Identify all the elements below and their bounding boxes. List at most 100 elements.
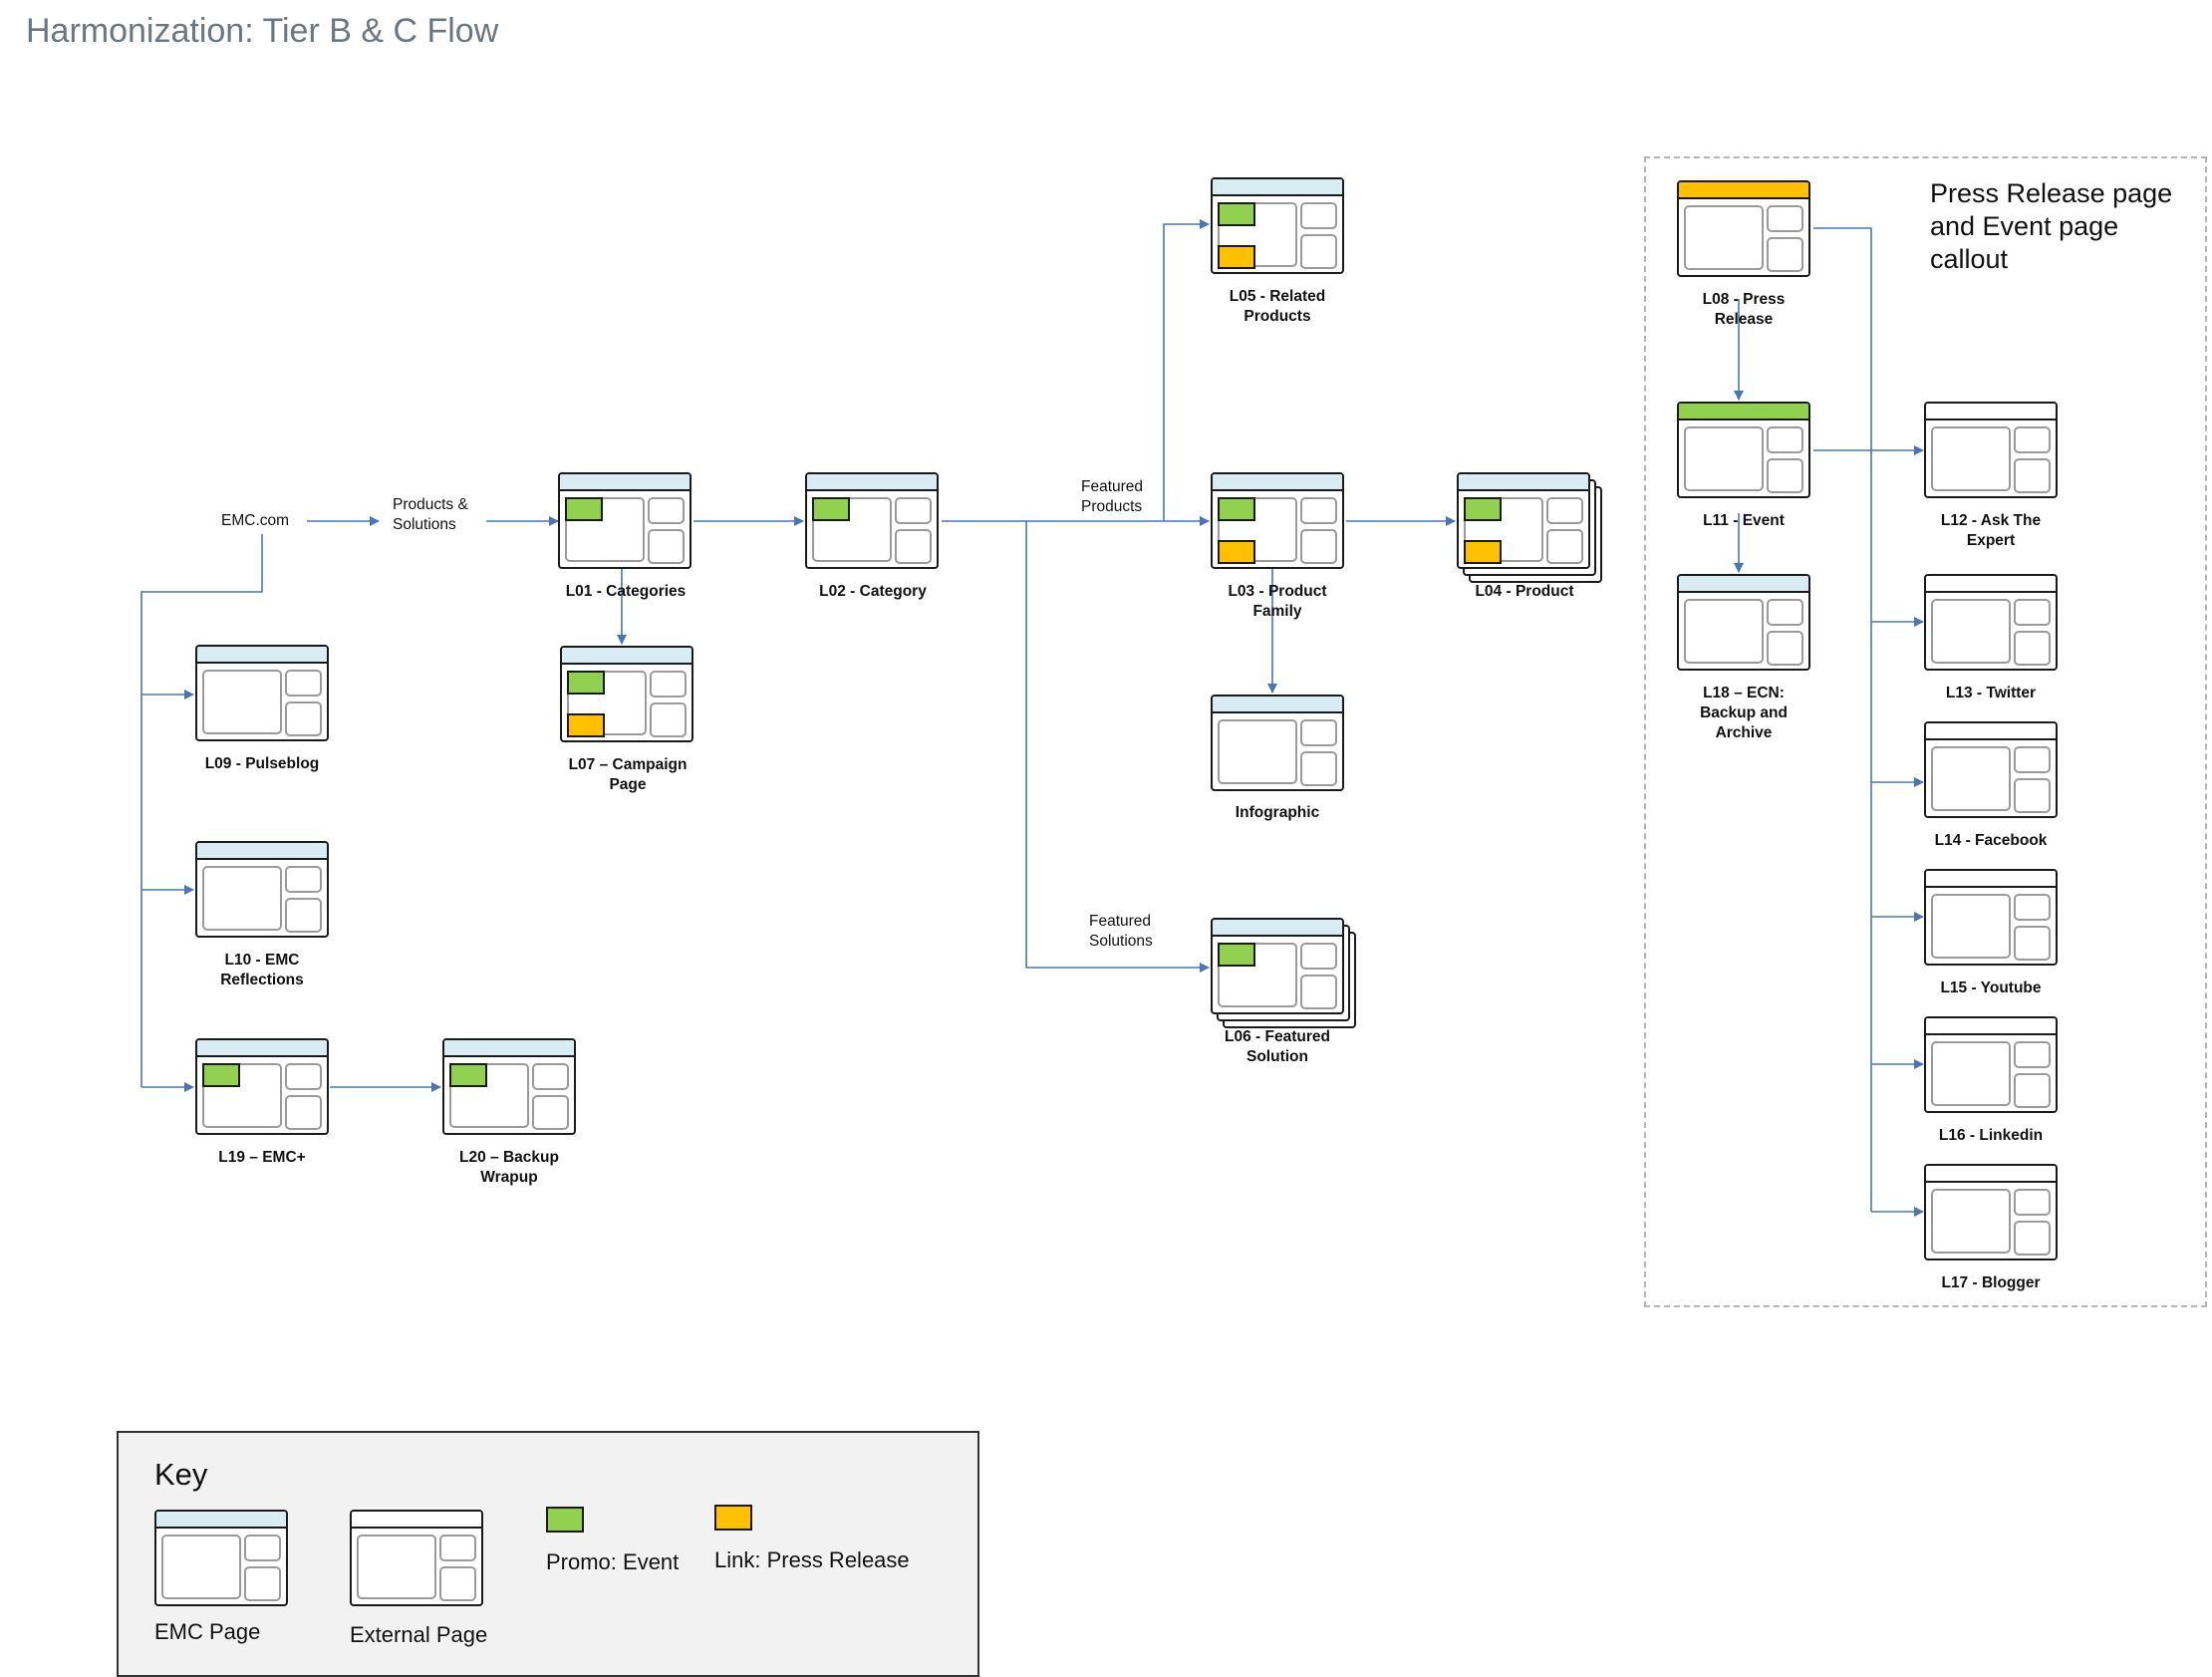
node-label-line: Infographic (1235, 804, 1320, 821)
page-node-l03[interactable] (1211, 472, 1344, 569)
page-node-l05[interactable] (1211, 177, 1344, 274)
node-label-line: L14 - Facebook (1934, 832, 2048, 849)
side-panel (285, 670, 322, 697)
side-panel (244, 1566, 281, 1601)
node-label-line: L10 - EMC (224, 952, 300, 969)
featured-solutions-line: Featured (1089, 913, 1152, 930)
node-label-line: L18 – ECN: (1703, 685, 1785, 701)
content-panel (567, 671, 647, 735)
legend-emc-page-icon (154, 1510, 288, 1606)
node-label-l15: L15 - Youtube (1901, 978, 2080, 998)
page-node-l10[interactable] (195, 841, 329, 938)
node-label-line: L13 - Twitter (1945, 685, 2037, 701)
content-panel (1218, 202, 1297, 267)
page-node-l08[interactable] (1677, 180, 1810, 277)
callout-line: Press Release page (1930, 178, 2173, 208)
featured-products-line: Products (1081, 498, 1143, 515)
content-panel (1931, 599, 2011, 664)
page-node-l16[interactable] (1924, 1016, 2058, 1113)
side-panel (1767, 458, 1803, 493)
side-panel (2014, 426, 2051, 453)
page-node-l15[interactable] (1924, 869, 2058, 966)
side-panel (285, 1063, 322, 1090)
legend-external-page-label: External Page (350, 1622, 488, 1647)
side-panel (1767, 631, 1803, 666)
side-panel (1767, 599, 1803, 626)
side-panel (1767, 426, 1803, 453)
side-panel (1300, 943, 1337, 970)
page-header-bar (1679, 182, 1808, 199)
page-node-l11[interactable] (1677, 402, 1810, 498)
page-header-bar (156, 1512, 286, 1529)
legend-link-label: Link: Press Release (714, 1547, 910, 1572)
node-label-line: L16 - Linkedin (1938, 1127, 2044, 1144)
content-panel (161, 1535, 241, 1599)
node-label-line: L05 - Related (1229, 288, 1326, 305)
side-panel (532, 1095, 569, 1130)
node-label-l04: L04 - Product (1435, 582, 1614, 602)
page-node-l18[interactable] (1677, 574, 1810, 671)
page-node-l02[interactable] (805, 472, 939, 569)
side-panel (285, 866, 322, 893)
connector-l02-to-l06 (1025, 521, 1210, 973)
node-label-line: Solution (1246, 1048, 1308, 1065)
side-panel (439, 1535, 476, 1561)
node-label-line: Page (609, 776, 647, 793)
page-header-bar (807, 474, 937, 491)
node-label-line: L20 – Backup (459, 1149, 559, 1166)
page-node-l09[interactable] (195, 645, 329, 741)
page-header-bar (197, 1040, 327, 1057)
diagram-title: Harmonization: Tier B & C Flow (26, 12, 499, 50)
side-panel (2014, 926, 2051, 961)
side-panel (2014, 631, 2051, 666)
page-node-l19[interactable] (195, 1038, 329, 1135)
page-node-infographic[interactable] (1211, 695, 1344, 791)
promo-event-block (1218, 943, 1255, 967)
page-header-bar (1926, 723, 2056, 740)
link-press-release-block (1218, 540, 1255, 564)
node-label-line: L01 - Categories (565, 583, 687, 600)
node-label-l02: L02 - Category (783, 582, 963, 602)
page-node-l04[interactable] (1457, 472, 1590, 569)
page-node-l06[interactable] (1211, 918, 1344, 1014)
legend-link-swatch (714, 1505, 752, 1531)
node-label-line: Archive (1715, 724, 1773, 741)
page-header-bar (562, 648, 691, 665)
page-node-l12[interactable] (1924, 402, 2058, 498)
connector-l08-to-social-trunk (1813, 227, 1872, 1212)
page-node-l07[interactable] (560, 646, 693, 742)
promo-event-block (565, 497, 603, 521)
side-panel (1300, 497, 1337, 524)
callout-line: and Event page (1930, 211, 2119, 241)
products-solutions-line: Solutions (393, 516, 456, 533)
page-node-l20[interactable] (442, 1038, 576, 1135)
side-panel (2014, 778, 2051, 813)
content-panel (1684, 426, 1764, 491)
page-node-l13[interactable] (1924, 574, 2058, 671)
page-node-l17[interactable] (1924, 1164, 2058, 1260)
page-header-bar (1459, 474, 1588, 491)
content-panel (1931, 1041, 2011, 1106)
node-label-infographic: Infographic (1188, 803, 1367, 823)
node-label-line: Expert (1966, 532, 2016, 549)
side-panel (1300, 234, 1337, 269)
featured-products-line: Featured (1081, 478, 1144, 495)
link-press-release-block (567, 713, 605, 737)
node-label-l01: L01 - Categories (536, 582, 715, 602)
node-label-line: L12 - Ask The (1940, 512, 2042, 529)
node-label-line: L11 - Event (1703, 512, 1785, 529)
node-label-line: L07 – Campaign (568, 756, 688, 773)
link-press-release-block (1464, 540, 1502, 564)
content-panel (1218, 497, 1297, 562)
page-header-bar (560, 474, 690, 491)
page-header-bar (1926, 1018, 2056, 1035)
page-node-l01[interactable] (558, 472, 691, 569)
content-panel (1218, 943, 1297, 1007)
side-panel (2014, 599, 2051, 626)
node-label-line: L08 - Press (1702, 291, 1786, 308)
page-node-l14[interactable] (1924, 721, 2058, 818)
